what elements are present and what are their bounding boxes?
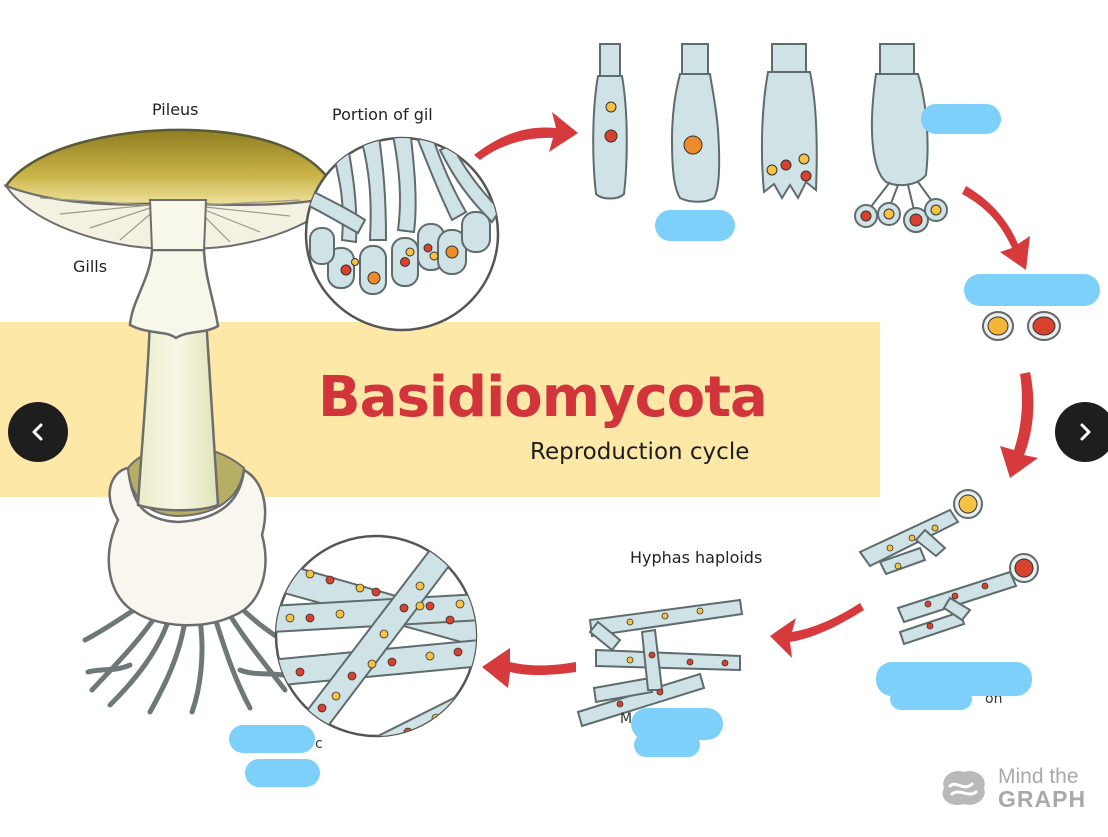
label-partial-c: c — [315, 736, 323, 752]
brand-line2: GRAPH — [998, 786, 1087, 812]
mind-the-graph-logo-icon — [942, 770, 985, 806]
label-partial-m: M — [620, 711, 633, 727]
spores — [982, 311, 1061, 341]
label-mask — [634, 733, 700, 757]
diagram-subtitle: Reproduction cycle — [530, 439, 750, 465]
label-portion-of-gill: Portion of gil — [332, 105, 433, 124]
chevron-left-icon — [32, 423, 43, 441]
mushroom — [3, 128, 341, 715]
chevron-right-icon — [1080, 423, 1091, 441]
label-mask — [890, 688, 972, 710]
label-mask — [655, 210, 735, 241]
cycle-arrows — [474, 112, 1038, 688]
previous-slide-button[interactable] — [8, 402, 68, 462]
haploid-nuclei — [616, 607, 729, 708]
label-mask — [229, 725, 315, 753]
gill-portion-circle — [304, 136, 500, 332]
basidia-stages — [592, 43, 948, 233]
diagram-title: Basidiomycota — [318, 365, 768, 430]
label-gills: Gills — [73, 257, 108, 276]
basidia-nuclei — [604, 101, 942, 227]
label-mask — [921, 104, 1001, 134]
label-pileus: Pileus — [152, 100, 199, 119]
label-mask — [964, 274, 1100, 306]
haploid-hyphae — [576, 598, 744, 728]
label-mask — [245, 759, 320, 787]
germinating-nuclei — [886, 524, 989, 630]
label-hyphas-haploids: Hyphas haploids — [630, 548, 763, 567]
brand-line1: Mind the — [998, 765, 1079, 788]
germinating-hyphae — [858, 489, 1039, 646]
next-slide-button[interactable] — [1055, 402, 1108, 462]
